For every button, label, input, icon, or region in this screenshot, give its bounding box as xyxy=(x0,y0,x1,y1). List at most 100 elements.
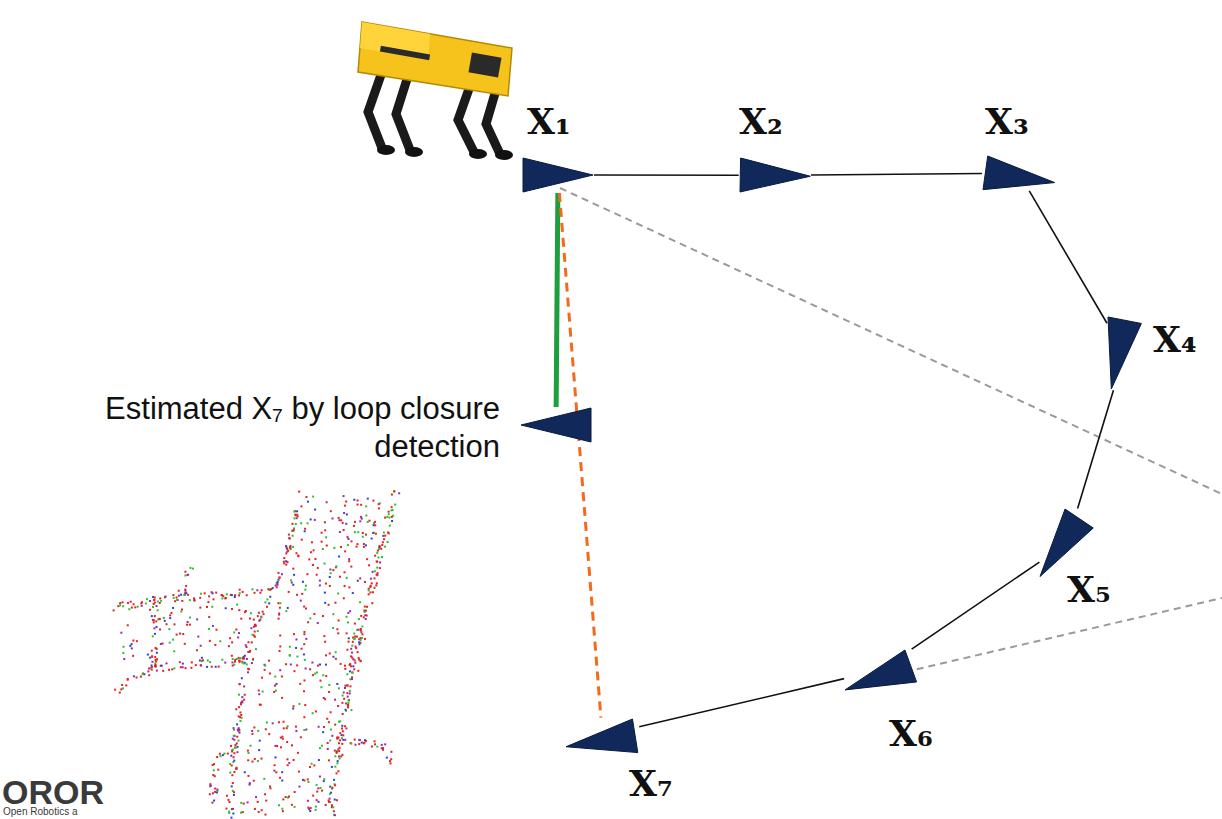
cloud-point xyxy=(324,563,326,565)
cloud-point xyxy=(343,512,345,514)
cloud-point xyxy=(348,637,350,639)
cloud-point xyxy=(389,760,391,762)
cloud-point xyxy=(301,593,303,595)
cloud-point xyxy=(286,551,288,553)
cloud-point xyxy=(351,645,353,647)
cloud-point xyxy=(321,541,323,543)
cloud-point xyxy=(281,780,283,782)
cloud-point xyxy=(151,661,153,663)
cloud-point xyxy=(148,674,150,676)
cloud-point xyxy=(154,656,156,658)
pose-node: X₆ xyxy=(844,649,918,691)
cloud-point xyxy=(255,796,257,798)
cloud-point xyxy=(285,552,287,554)
cloud-point xyxy=(154,601,156,603)
cloud-point xyxy=(207,659,209,661)
cloud-point xyxy=(360,504,362,506)
cloud-point xyxy=(154,597,156,599)
cloud-point xyxy=(169,614,171,616)
cloud-point xyxy=(244,611,246,613)
cloud-point xyxy=(283,727,285,729)
pose-triangle xyxy=(566,719,638,753)
cloud-point xyxy=(232,782,234,784)
cloud-point xyxy=(253,780,255,782)
cloud-point xyxy=(305,668,307,670)
cloud-point xyxy=(204,592,206,594)
cloud-point xyxy=(237,746,239,748)
cloud-point xyxy=(351,540,353,542)
cloud-point xyxy=(243,803,245,805)
cloud-point xyxy=(329,568,331,570)
cloud-point xyxy=(304,704,306,706)
odometry-edge xyxy=(1029,191,1107,323)
cloud-point xyxy=(323,697,325,699)
cloud-point xyxy=(226,593,228,595)
cloud-point xyxy=(352,592,354,594)
cloud-point xyxy=(234,735,236,737)
cloud-point xyxy=(247,759,249,761)
cloud-point xyxy=(363,616,365,618)
cloud-point xyxy=(346,649,348,651)
cloud-point xyxy=(243,657,245,659)
cloud-point xyxy=(243,658,245,660)
cloud-point xyxy=(305,496,307,498)
cloud-point xyxy=(244,694,246,696)
cloud-point xyxy=(219,753,221,755)
cloud-point xyxy=(269,785,271,787)
cloud-point xyxy=(240,802,242,804)
cloud-point xyxy=(190,667,192,669)
cloud-point xyxy=(371,582,373,584)
cloud-point xyxy=(241,677,243,679)
pose-triangle xyxy=(520,407,592,443)
cloud-point xyxy=(305,729,307,731)
cloud-point xyxy=(354,662,356,664)
cloud-point xyxy=(363,742,365,744)
cloud-point xyxy=(200,645,202,647)
cloud-point xyxy=(354,521,356,523)
pose-label: X₂ xyxy=(736,100,786,142)
cloud-point xyxy=(357,499,359,501)
cloud-point xyxy=(238,609,240,611)
cloud-point xyxy=(127,624,129,626)
cloud-point xyxy=(294,806,296,808)
cloud-point xyxy=(347,704,349,706)
pose-triangle xyxy=(983,156,1055,190)
cloud-point xyxy=(267,588,269,590)
cloud-point xyxy=(253,592,255,594)
cloud-point xyxy=(311,541,313,543)
cloud-point xyxy=(362,536,364,538)
cloud-point xyxy=(136,677,138,679)
cloud-point xyxy=(180,611,182,613)
cloud-point xyxy=(365,740,367,742)
cloud-point xyxy=(384,535,386,537)
cloud-point xyxy=(213,800,215,802)
cloud-point xyxy=(337,592,339,594)
cloud-point xyxy=(282,810,284,812)
cloud-point xyxy=(344,739,346,741)
cloud-point xyxy=(374,570,376,572)
cloud-point xyxy=(333,779,335,781)
cloud-point xyxy=(350,743,352,745)
cloud-point xyxy=(274,764,276,766)
cloud-point xyxy=(347,699,349,701)
cloud-point xyxy=(268,602,270,604)
cloud-point xyxy=(122,605,124,607)
cloud-point xyxy=(229,801,231,803)
cloud-point xyxy=(214,644,216,646)
cloud-point xyxy=(365,544,367,546)
pose-label: X₇ xyxy=(626,762,676,804)
cloud-point xyxy=(151,664,153,666)
cloud-point xyxy=(364,611,366,613)
cloud-point xyxy=(237,740,239,742)
cloud-point xyxy=(199,607,201,609)
cloud-point xyxy=(372,571,374,573)
cloud-point xyxy=(155,659,157,661)
cloud-point xyxy=(371,745,373,747)
cloud-point xyxy=(379,561,381,563)
cloud-point xyxy=(184,571,186,573)
cloud-point xyxy=(355,744,357,746)
cloud-point xyxy=(248,668,250,670)
cloud-point xyxy=(338,755,340,757)
cloud-point xyxy=(311,763,313,765)
cloud-point xyxy=(319,747,321,749)
